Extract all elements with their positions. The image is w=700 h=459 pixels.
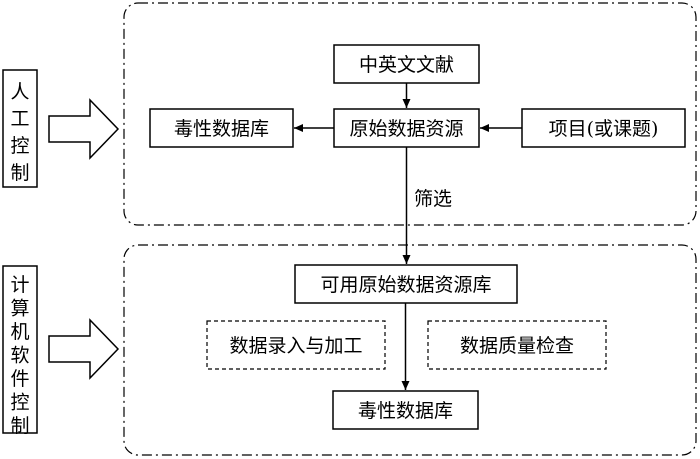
toxicity-db-top-label: 毒性数据库 [174, 118, 269, 140]
available-db-node: 可用原始数据资源库 [294, 264, 518, 304]
project-node: 项目(或课题) [521, 108, 686, 148]
vertical-label-char: 软 [10, 345, 29, 367]
original-data-node: 原始数据资源 [333, 108, 480, 148]
project-label: 项目(或课题) [549, 118, 659, 140]
data-entry-node: 数据录入与加工 [206, 320, 386, 370]
filter-label: 筛选 [414, 188, 452, 210]
vertical-label-char: 控 [10, 135, 29, 157]
toxicity-db-top-node: 毒性数据库 [149, 108, 294, 148]
vertical-label-char: 机 [10, 321, 29, 343]
vertical-label-char: 工 [10, 108, 29, 130]
original-data-label: 原始数据资源 [349, 118, 463, 140]
vertical-label-char: 控 [10, 392, 29, 414]
literature-label: 中英文文献 [359, 54, 454, 76]
quality-check-node: 数据质量检查 [427, 320, 607, 370]
vertical-label-char: 制 [10, 415, 29, 437]
data-entry-label: 数据录入与加工 [229, 335, 362, 357]
vertical-label-char: 人 [10, 81, 29, 103]
vertical-label-char: 算 [10, 298, 29, 320]
available-db-label: 可用原始数据资源库 [320, 274, 491, 296]
vertical-label-char: 计 [10, 274, 29, 296]
literature-node: 中英文文献 [333, 44, 480, 84]
manual-control-arrow [48, 98, 120, 160]
quality-check-label: 数据质量检查 [460, 335, 574, 357]
software-control-arrow [48, 318, 120, 380]
vertical-label-char: 制 [10, 162, 29, 184]
manual-control-group [123, 2, 697, 226]
vertical-label-char: 件 [10, 368, 29, 390]
software-control-group [123, 244, 697, 456]
toxicity-db-bottom-label: 毒性数据库 [358, 400, 453, 422]
toxicity-db-bottom-node: 毒性数据库 [332, 390, 479, 430]
